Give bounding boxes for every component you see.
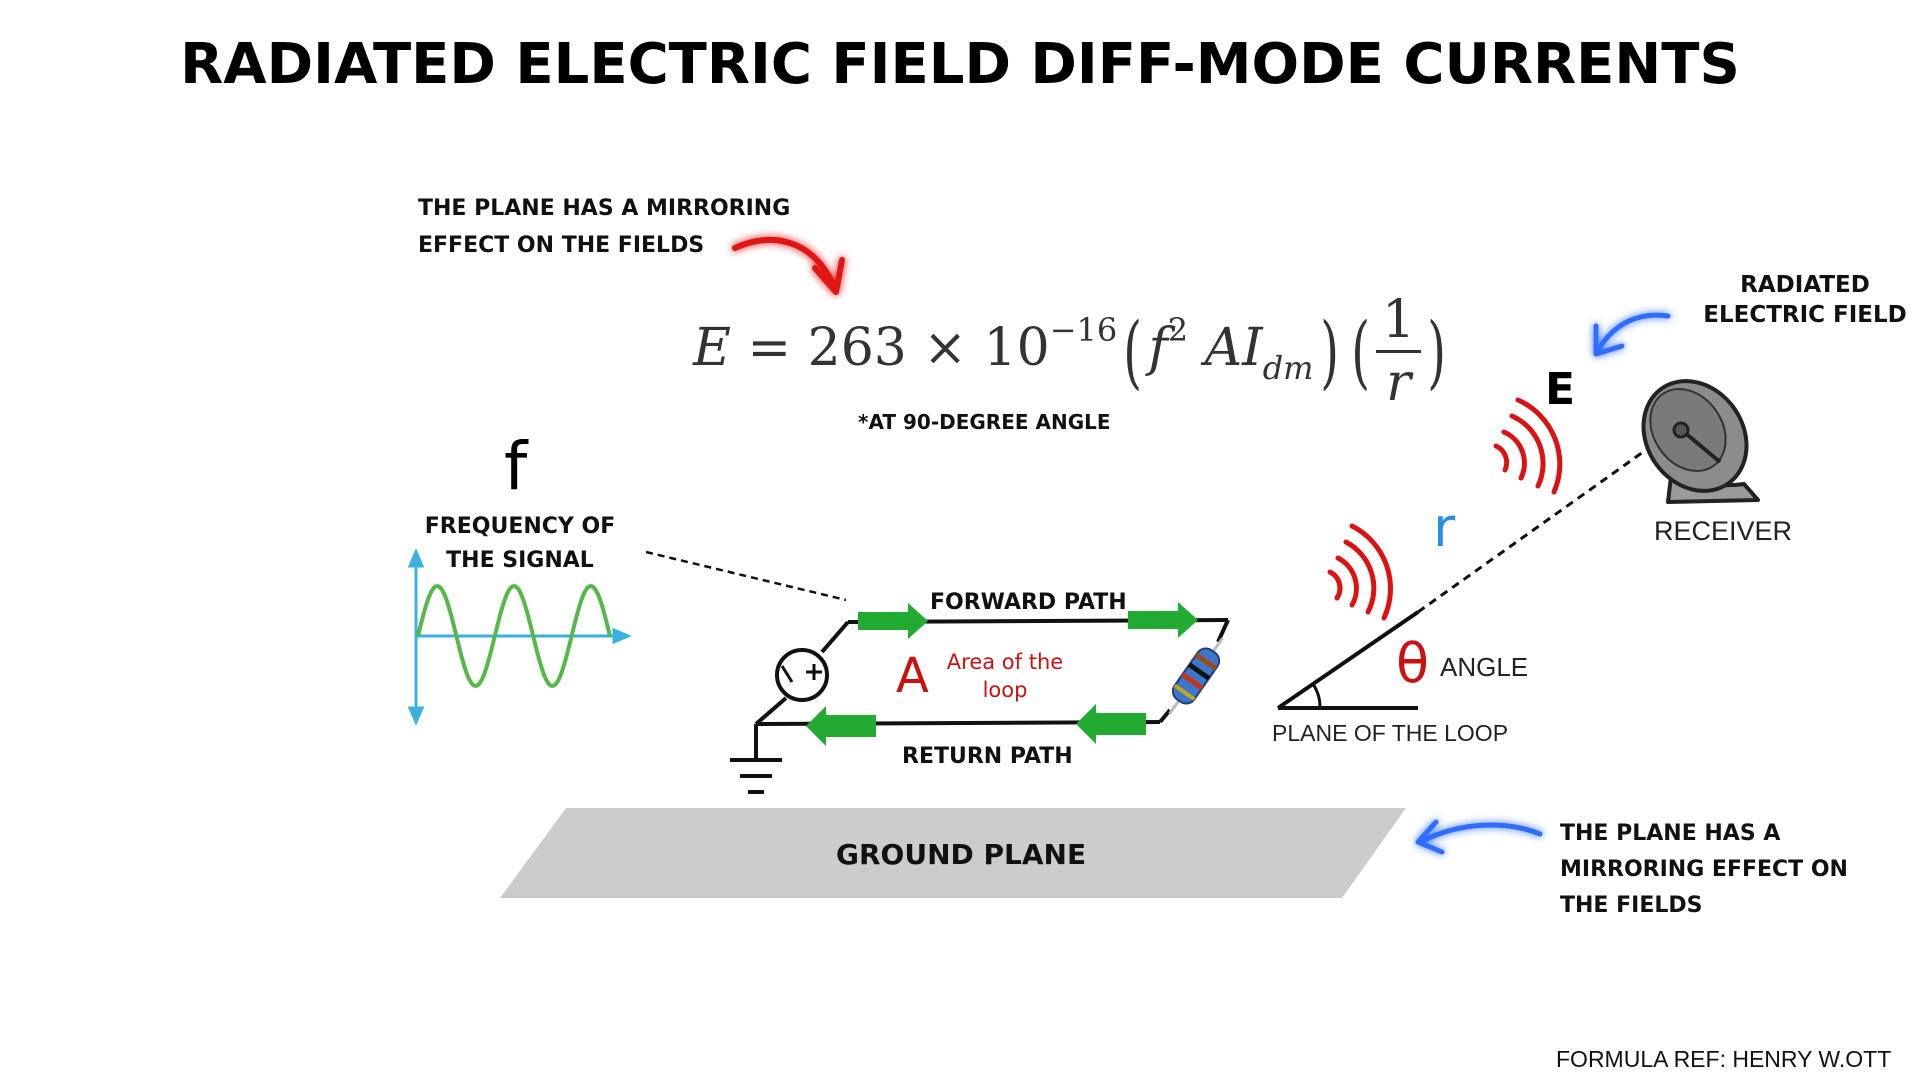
frequency-symbol: f xyxy=(504,428,528,505)
plane-note-bottom: THE PLANE HAS A MIRRORING EFFECT ON THE … xyxy=(1560,821,1848,918)
formula-times: × xyxy=(923,318,967,378)
formula-lhs: E xyxy=(693,318,731,378)
angle-note: *AT 90-DEGREE ANGLE xyxy=(858,410,1111,434)
signal-axes xyxy=(407,548,632,726)
formula-f-exponent: 2 xyxy=(1167,311,1189,349)
plane-of-loop-label: PLANE OF THE LOOP xyxy=(1272,720,1509,746)
forward-arrow-1 xyxy=(858,603,928,639)
radiated-field-label: RADIATED ELECTRIC FIELD xyxy=(1703,272,1907,328)
return-path-label: RETURN PATH xyxy=(902,744,1073,769)
formula-denominator: r xyxy=(1386,353,1411,413)
return-arrow-1 xyxy=(806,706,876,746)
resistor-icon xyxy=(1168,637,1224,715)
leader-dashed-line xyxy=(645,550,847,602)
blue-arrow-icon-bottom xyxy=(1415,819,1543,855)
formula-area: A xyxy=(1204,318,1243,378)
formula-base: 10 xyxy=(983,318,1050,378)
formula-paren-open: ( xyxy=(1123,305,1143,398)
angle-geometry xyxy=(1276,610,1420,710)
return-arrow-2 xyxy=(1076,704,1146,744)
frequency-label: FREQUENCY OF THE SIGNAL xyxy=(424,514,616,573)
ground-plane-label: GROUND PLANE xyxy=(836,838,1087,871)
angle-label: ANGLE xyxy=(1440,652,1529,682)
formula-current: I xyxy=(1242,318,1263,378)
red-curved-arrow-icon xyxy=(732,236,845,295)
formula-paren-open-2: ( xyxy=(1350,305,1370,398)
formula-numerator: 1 xyxy=(1375,290,1422,353)
forward-path-label: FORWARD PATH xyxy=(930,590,1127,615)
sine-wave xyxy=(416,583,612,689)
formula-current-subscript: dm xyxy=(1262,349,1314,387)
plane-note-top: THE PLANE HAS A MIRRORING EFFECT ON THE … xyxy=(418,196,791,258)
formula-reference: FORMULA REF: HENRY W.OTT xyxy=(1556,1046,1892,1072)
blue-curved-arrow-icon-top xyxy=(1593,312,1671,357)
formula-paren-close-2: ) xyxy=(1427,305,1447,398)
radiation-waves-lower-icon xyxy=(1327,523,1393,621)
radiation-waves-upper-icon xyxy=(1493,397,1563,495)
radius-symbol: r xyxy=(1433,496,1456,559)
page-title: RADIATED ELECTRIC FIELD DIFF-MODE CURREN… xyxy=(180,32,1740,97)
receiver-dish-icon xyxy=(1641,379,1760,504)
formula-paren-close: ) xyxy=(1319,305,1339,398)
formula-equals: = xyxy=(747,318,792,378)
receiver-label: RECEIVER xyxy=(1654,516,1793,546)
voltage-source-icon xyxy=(775,648,829,702)
electric-field-symbol: E xyxy=(1545,364,1576,415)
formula-exponent: −16 xyxy=(1049,311,1118,349)
ground-plane-shape xyxy=(500,808,1406,898)
theta-symbol: θ xyxy=(1396,632,1430,695)
formula-f: f xyxy=(1148,318,1168,378)
radius-dashed-line xyxy=(1417,438,1661,614)
formula-coefficient: 263 xyxy=(807,318,907,378)
area-symbol: A xyxy=(896,648,929,704)
green-current-arrows xyxy=(806,602,1198,746)
ground-symbol-icon xyxy=(730,758,782,794)
area-label: Area of the loop xyxy=(946,650,1064,702)
forward-arrow-2 xyxy=(1128,602,1198,638)
